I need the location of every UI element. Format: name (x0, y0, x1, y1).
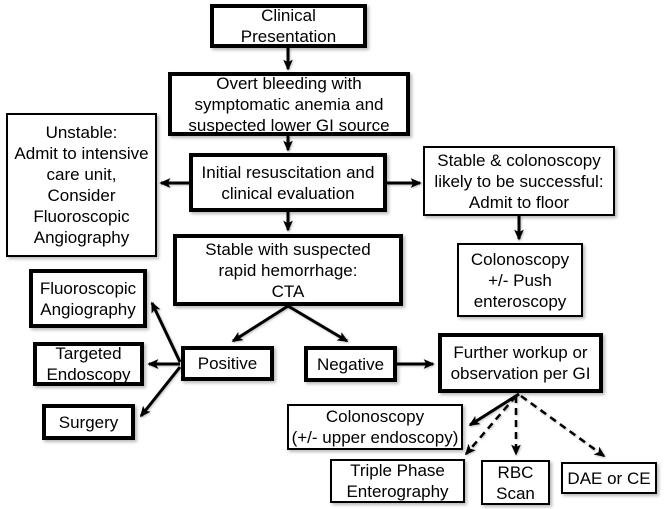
node-rbc-scan-label: RBC Scan (496, 462, 535, 503)
node-colonoscopy-push-label: Colonoscopy +/- Push enteroscopy (470, 249, 570, 311)
edge-further-to-colonoscopy-upper (468, 392, 520, 427)
edge-further-to-dae (520, 394, 606, 458)
node-rbc-scan: RBC Scan (481, 460, 550, 505)
edge-cta-to-negative (287, 304, 349, 343)
node-colonoscopy-upper-label: Colonoscopy (+/- upper endoscopy) (291, 407, 459, 447)
node-stable-colonoscopy: Stable & colonoscopy likely to be succes… (423, 146, 615, 216)
node-colonoscopy-push: Colonoscopy +/- Push enteroscopy (457, 243, 583, 317)
edge-positive-to-surgery (139, 366, 182, 418)
node-triple-phase: Triple Phase Enterography (330, 459, 465, 503)
node-surgery-label: Surgery (58, 412, 119, 432)
node-targeted-endoscopy: Targeted Endoscopy (33, 342, 144, 386)
node-dae-ce-label: DAE or CE (567, 468, 651, 488)
node-overt-bleeding: Overt bleeding with symptomatic anemia a… (168, 72, 410, 136)
node-overt-bleeding-label: Overt bleeding with symptomatic anemia a… (188, 73, 390, 135)
node-stable-colonoscopy-label: Stable & colonoscopy likely to be succes… (434, 150, 604, 212)
node-triple-phase-label: Triple Phase Enterography (346, 461, 449, 501)
node-cta: Stable with suspected rapid hemorrhage: … (173, 234, 403, 306)
edge-further-to-triple-phase (464, 395, 517, 456)
node-clinical-presentation-label: Clinical Presentation (240, 6, 337, 46)
node-positive: Positive (181, 346, 274, 381)
node-further-workup: Further workup or observation per GI (438, 333, 603, 393)
node-initial-resuscitation-label: Initial resuscitation and clinical evalu… (201, 162, 375, 203)
node-colonoscopy-upper: Colonoscopy (+/- upper endoscopy) (287, 404, 463, 450)
node-unstable: Unstable: Admit to intensive care unit, … (6, 113, 157, 257)
node-negative-label: Negative (316, 354, 385, 374)
node-further-workup-label: Further workup or observation per GI (450, 343, 591, 383)
node-fluoroscopic-angiography-label: Fluoroscopic Angiography (39, 278, 137, 319)
node-initial-resuscitation: Initial resuscitation and clinical evalu… (189, 153, 387, 212)
edge-cta-to-positive (231, 304, 289, 343)
node-surgery: Surgery (42, 404, 135, 440)
edge-positive-to-fluoroscopic (150, 301, 182, 363)
node-cta-label: Stable with suspected rapid hemorrhage: … (205, 239, 371, 301)
node-clinical-presentation: Clinical Presentation (210, 4, 367, 48)
node-positive-label: Positive (197, 354, 258, 373)
node-dae-ce: DAE or CE (561, 462, 657, 494)
node-targeted-endoscopy-label: Targeted Endoscopy (46, 344, 131, 384)
node-unstable-label: Unstable: Admit to intensive care unit, … (14, 123, 149, 247)
node-negative: Negative (304, 346, 397, 382)
node-fluoroscopic-angiography: Fluoroscopic Angiography (29, 269, 147, 328)
